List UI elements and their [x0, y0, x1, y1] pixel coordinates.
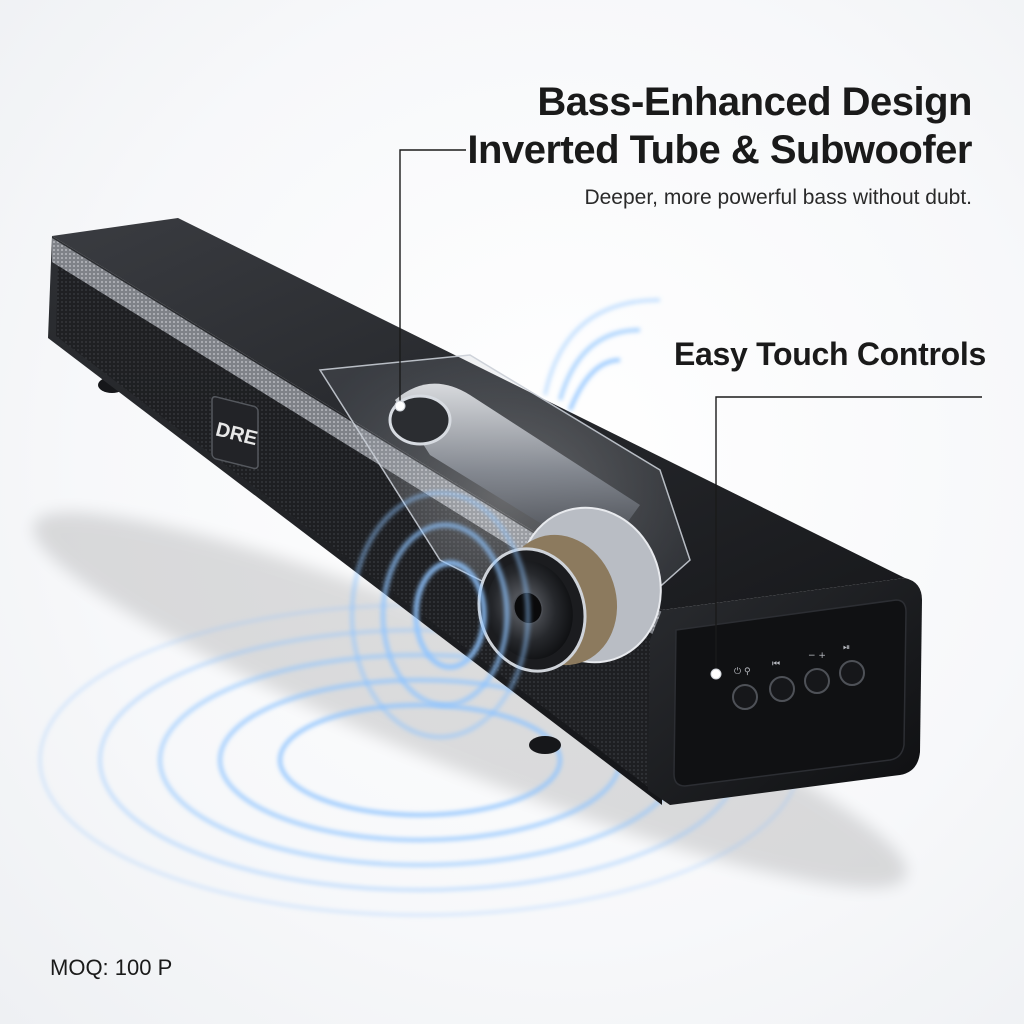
- bass-feature-title-line1: Bass-Enhanced Design: [537, 80, 972, 124]
- bass-feature-title: Bass-Enhanced Design Inverted Tube & Sub…: [467, 78, 972, 174]
- callout-bass-dot: [394, 400, 406, 412]
- brand-logo: [211, 395, 259, 470]
- controls-feature-title: Easy Touch Controls: [674, 336, 986, 372]
- previous-button[interactable]: ⏮: [769, 659, 795, 702]
- moq-label: MOQ: 100 P: [50, 955, 173, 980]
- callout-controls: [715, 396, 982, 672]
- port-sound-waves: [543, 298, 661, 411]
- driver-sound-waves: [350, 491, 530, 739]
- svg-text:⏮: ⏮: [772, 659, 780, 669]
- play-pause-button[interactable]: ⏯: [839, 643, 865, 686]
- callout-bass: [399, 149, 466, 405]
- foot-right: [529, 736, 561, 754]
- svg-text:⏻ ⚲: ⏻ ⚲: [734, 666, 751, 677]
- bass-feature-title-line2: Inverted Tube & Subwoofer: [467, 128, 972, 172]
- volume-button[interactable]: − +: [804, 651, 830, 694]
- svg-text:− +: − +: [808, 651, 826, 661]
- bass-feature-description: Deeper, more powerful bass without dubt.: [584, 186, 972, 209]
- power-source-button[interactable]: ⏻ ⚲: [732, 666, 758, 710]
- touch-controls: ⏻ ⚲ ⏮ − + ⏯: [732, 643, 865, 710]
- callout-controls-dot: [710, 668, 722, 680]
- svg-text:⏯: ⏯: [843, 643, 850, 653]
- subwoofer-driver: [477, 506, 662, 673]
